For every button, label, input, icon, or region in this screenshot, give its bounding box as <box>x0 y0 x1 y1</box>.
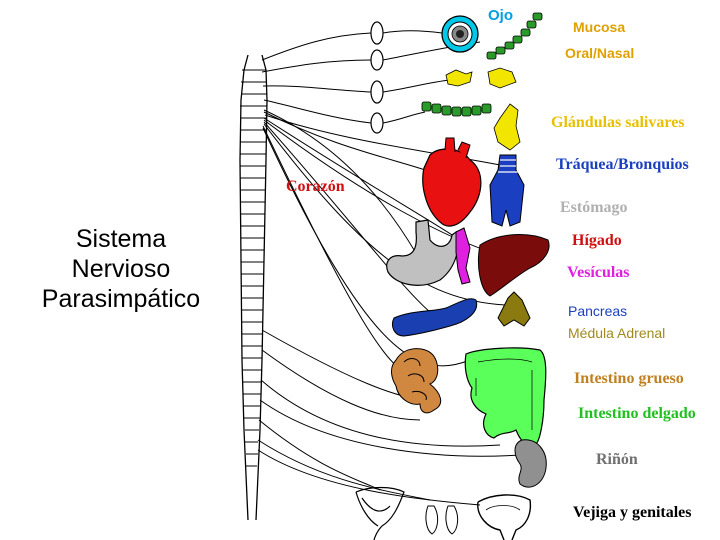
label-pancreas: Pancreas <box>568 303 628 319</box>
liver-icon <box>477 234 550 297</box>
title-line-3: Parasimpático <box>41 285 201 313</box>
label-intestino-delgado: Intestino delgado <box>578 405 696 422</box>
heart-icon <box>422 137 482 227</box>
genitals-icon <box>425 505 459 535</box>
system-title: Sistema Nervioso Parasimpático <box>10 224 232 314</box>
salivary-duct-icon <box>421 101 492 117</box>
uterus-icon <box>355 486 405 540</box>
adrenal-icon <box>497 291 531 327</box>
small-intestine-icon <box>391 348 442 414</box>
label-vesiculas: Vesículas <box>567 264 630 281</box>
label-intestino-grueso: Intestino grueso <box>574 370 684 387</box>
title-line-2: Nervioso <box>71 255 171 283</box>
label-ojo: Ojo <box>488 7 513 24</box>
label-estomago: Estómago <box>560 199 628 216</box>
label-glandulas: Glándulas salivares <box>551 114 685 131</box>
label-rinon: Riñón <box>596 451 638 468</box>
stomach-icon <box>386 219 459 286</box>
trachea-icon <box>489 154 525 227</box>
label-medula-adrenal: Médula Adrenal <box>568 325 666 341</box>
kidney-icon <box>514 439 547 488</box>
mucosa-icon <box>486 12 543 60</box>
spinal-cord <box>239 54 268 521</box>
label-higado: Hígado <box>572 232 622 249</box>
large-intestine-icon <box>464 347 547 445</box>
bladder-icon <box>477 494 532 540</box>
label-vejiga-genitales: Vejiga y genitales <box>573 504 692 521</box>
nasal-gland-icon <box>445 67 517 89</box>
label-traquea: Tráquea/Bronquios <box>556 156 689 173</box>
label-mucosa: Mucosa <box>573 19 626 35</box>
eye-icon <box>441 15 479 53</box>
salivary-gland-icon <box>493 103 521 151</box>
cranial-ganglia <box>370 21 384 134</box>
nerve-fibers <box>257 30 521 506</box>
label-corazon: Corazón <box>286 178 345 195</box>
pancreas-icon <box>391 298 478 337</box>
title-line-1: Sistema <box>75 225 167 253</box>
gallbladder-icon <box>455 227 471 285</box>
label-oral-nasal: Oral/Nasal <box>565 45 635 61</box>
